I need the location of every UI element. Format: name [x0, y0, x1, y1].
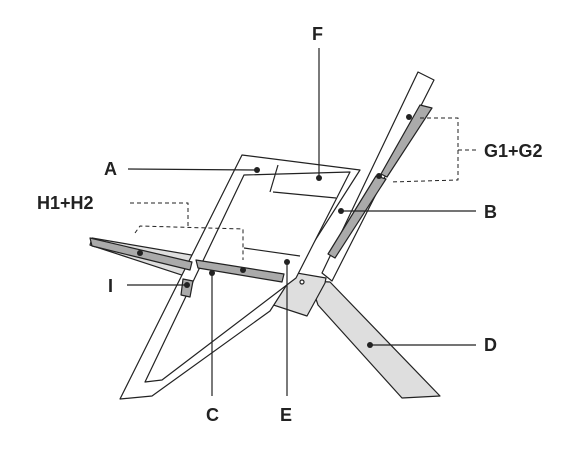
label-i: I: [108, 276, 113, 296]
crossbar-e: [243, 247, 301, 257]
hatched-part-g2: [327, 175, 387, 259]
connection-dots: [137, 114, 412, 348]
label-h: H1+H2: [37, 193, 94, 213]
bracket-h-leader: [130, 202, 189, 226]
leader-a: [127, 168, 258, 171]
label-g: G1+G2: [484, 141, 543, 161]
label-b: B: [484, 202, 497, 222]
label-e: E: [280, 405, 292, 425]
label-a: A: [104, 159, 117, 179]
bracket-g: [389, 117, 459, 183]
label-d: D: [484, 335, 497, 355]
part-labels: A F G1+G2 B H1+H2 I D C E: [37, 24, 543, 425]
crossbar-mid: [272, 191, 337, 199]
bracket-h: [134, 225, 244, 260]
label-f: F: [312, 24, 323, 44]
main-frame-inner: [144, 171, 351, 383]
pivot-hole: [299, 279, 305, 285]
chair-illustration: [89, 48, 478, 400]
hatched-part-g1: [380, 104, 433, 178]
hatched-part-h2: [195, 259, 285, 283]
crossbar-f: [269, 164, 279, 193]
front-leg-panel: [309, 280, 441, 399]
label-c: C: [206, 405, 219, 425]
